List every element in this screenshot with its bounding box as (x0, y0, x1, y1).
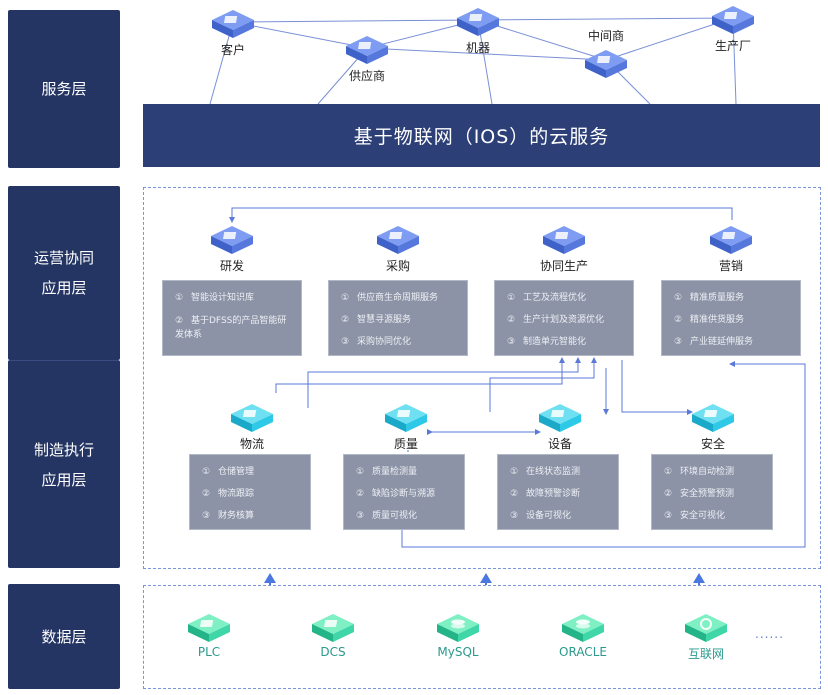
node-label: 中间商 (587, 29, 624, 43)
node-label: 安全 (700, 437, 725, 451)
internet-icon (685, 614, 727, 642)
plc-icon (188, 614, 230, 642)
node-label: PLC (197, 645, 221, 659)
middleman-icon (585, 50, 627, 78)
production-icon (543, 226, 585, 254)
node-factory: 生产厂 (693, 2, 773, 54)
node-internet: 互联网 (666, 610, 746, 662)
node-label: 互联网 (687, 647, 724, 661)
application-frame (143, 187, 821, 569)
database-icon (437, 614, 479, 642)
node-label: 质量 (393, 437, 418, 451)
node-dcs: DCS (293, 610, 373, 659)
node-label: ORACLE (559, 645, 607, 659)
node-oracle: ORACLE (543, 610, 623, 659)
node-label: 生产厂 (714, 39, 751, 53)
factory-icon (712, 6, 754, 34)
layer-label-service: 服务层 (8, 10, 120, 168)
node-mysql: MySQL (418, 610, 498, 659)
node-middleman: 中间商 (566, 26, 646, 80)
safety-icon (692, 404, 734, 432)
logistics-icon (231, 404, 273, 432)
node-marketing: 营销 (691, 222, 771, 274)
node-label: 采购 (385, 259, 410, 273)
node-plc: PLC (169, 610, 249, 659)
node-quality: 质量 (366, 400, 446, 452)
node-purchase: 采购 (358, 222, 438, 274)
customer-icon (212, 10, 254, 38)
node-label: 研发 (219, 259, 244, 273)
node-label: 设备 (547, 437, 572, 451)
cloud-service-banner: 基于物联网（IOS）的云服务 (143, 104, 820, 167)
supplier-icon (346, 36, 388, 64)
layer-label-manufacturing: 制造执行 应用层 (8, 360, 120, 568)
node-equipment: 设备 (520, 400, 600, 452)
marketing-icon (710, 226, 752, 254)
node-rd: 研发 (192, 222, 272, 274)
layer-label-data: 数据层 (8, 584, 120, 689)
more-sources-ellipsis: ...... (755, 627, 784, 641)
quality-icon (385, 404, 427, 432)
equipment-icon (539, 404, 581, 432)
data-up-arrows (264, 573, 705, 585)
database-icon (562, 614, 604, 642)
node-label: DCS (320, 645, 346, 659)
node-label: 客户 (220, 43, 245, 57)
node-label: 供应商 (348, 69, 385, 83)
rd-icon (211, 226, 253, 254)
node-label: 物流 (239, 437, 264, 451)
purchase-icon (377, 226, 419, 254)
dcs-icon (312, 614, 354, 642)
service-network-lines (209, 17, 737, 105)
node-label: 机器 (465, 41, 490, 55)
node-label: 协同生产 (539, 259, 588, 273)
node-customer: 客户 (193, 6, 273, 58)
node-machine: 机器 (438, 4, 518, 56)
node-safety: 安全 (673, 400, 753, 452)
flow-lines (229, 207, 806, 548)
data-layer-frame (143, 585, 821, 689)
machine-icon (457, 8, 499, 36)
node-supplier: 供应商 (327, 32, 407, 84)
node-production: 协同生产 (524, 222, 604, 274)
node-logistics: 物流 (212, 400, 292, 452)
node-label: MySQL (437, 645, 479, 659)
layer-label-operations: 运营协同 应用层 (8, 186, 120, 360)
node-label: 营销 (718, 259, 743, 273)
